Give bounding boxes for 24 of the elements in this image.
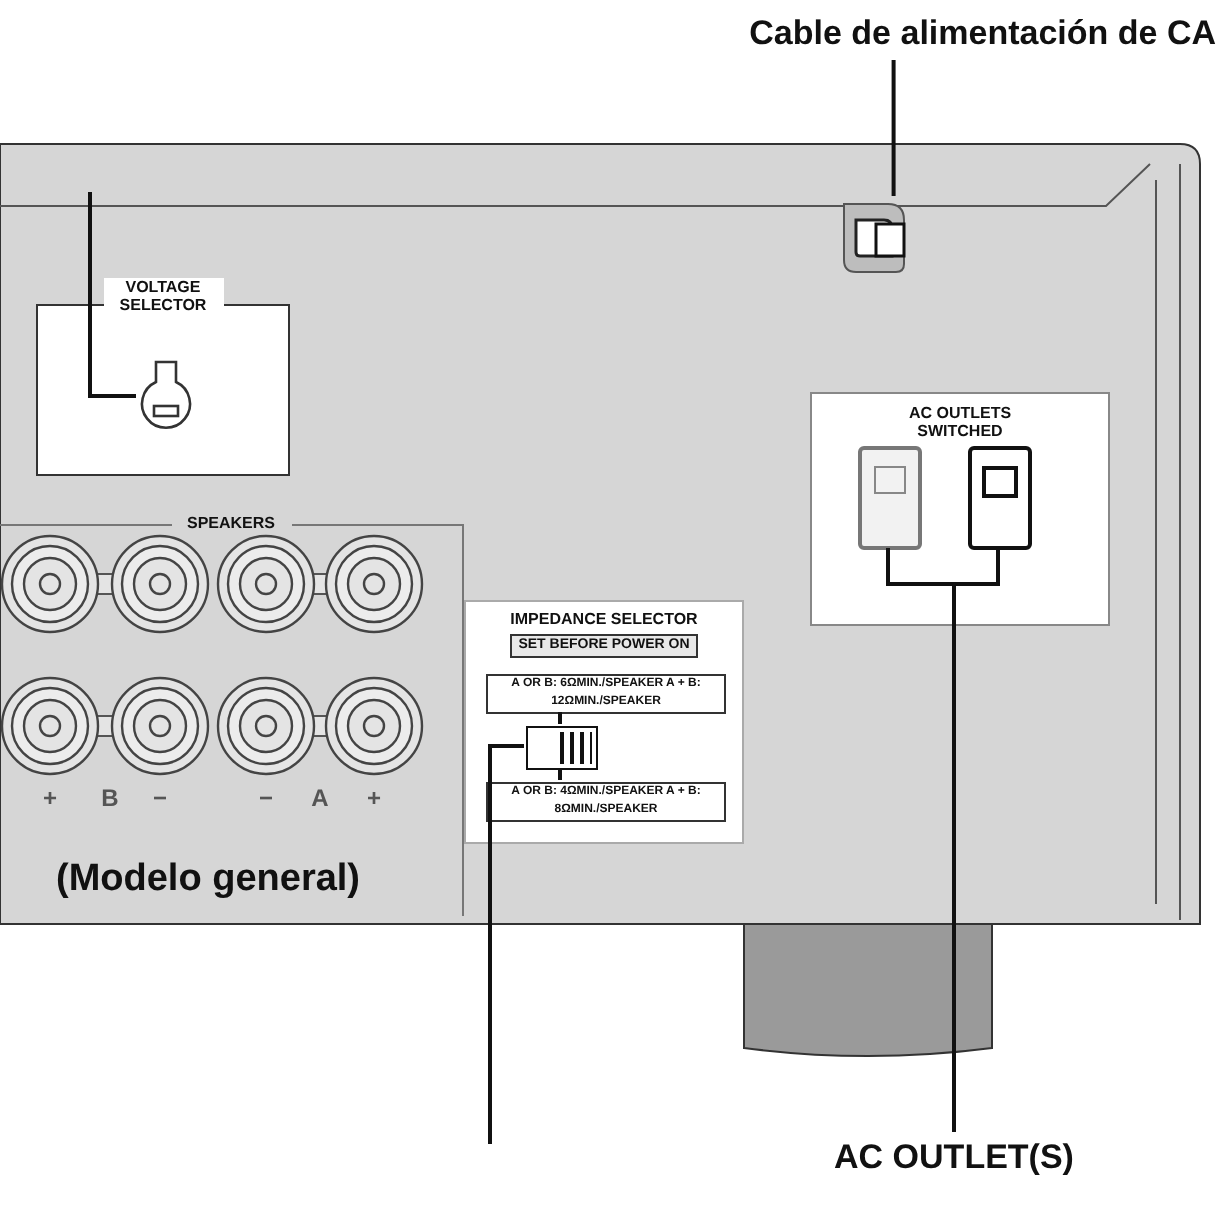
selector-panel [464,600,744,844]
terminal-sign: B [99,784,121,812]
terminal-sign: + [364,784,383,812]
leader-line [558,768,562,780]
callout-text: AC OUTLET(S) [832,1136,1076,1180]
leader-line [891,60,896,196]
setting-label [486,782,726,822]
terminal-sign: − [150,784,169,812]
panel-heading: SPEAKERS [171,514,291,532]
leader-line [488,744,524,1144]
terminal-sign: + [40,784,59,812]
callout-text: Cable de alimentación de CA [747,12,1216,56]
outlet-panel [810,392,1110,626]
outlet-socket [858,446,922,550]
setting-label [486,674,726,714]
outlet-socket [968,446,1032,550]
terminal-sign: A [309,784,331,812]
model-note: (Modelo general) [56,856,363,904]
panel-heading: IMPEDANCE SELECTOR [508,610,700,630]
slide-switch [526,726,598,770]
leader-line [88,192,136,398]
leader-line [558,712,562,724]
terminal-sign: − [256,784,275,812]
panel-heading: VOLTAGE SELECTOR [103,278,223,314]
